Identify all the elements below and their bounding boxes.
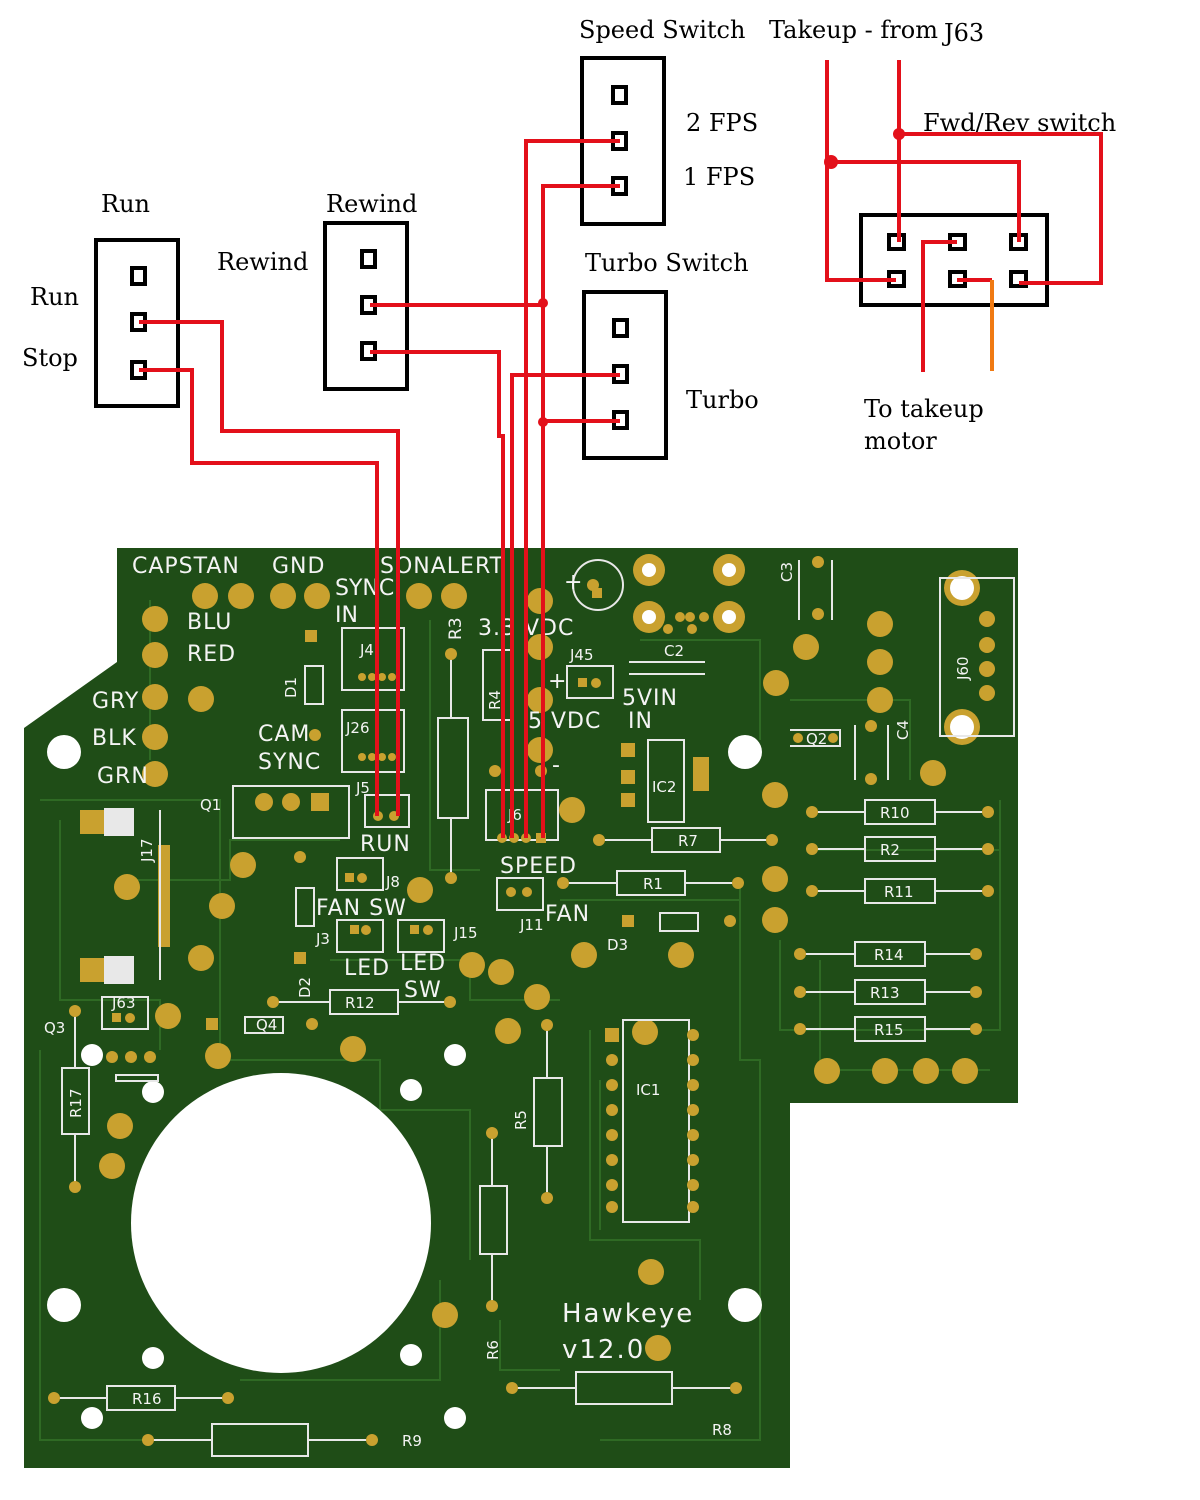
takeup-from-label: Takeup - from [769, 16, 938, 44]
label-gry: GRY [92, 689, 139, 714]
label-q1: Q1 [200, 796, 221, 814]
label-r8: R8 [712, 1421, 732, 1439]
label-r10: R10 [880, 804, 910, 822]
rewind-pin-label: Rewind [217, 248, 308, 276]
label-hawkeye: Hawkeye [562, 1299, 694, 1329]
label-led-sw-led: LED [400, 951, 446, 976]
label-5vdc: 5 VDC [528, 709, 601, 734]
turbo-switch-title: Turbo Switch [585, 249, 749, 277]
label-r16: R16 [132, 1390, 162, 1408]
label-ic1: IC1 [636, 1081, 660, 1099]
stop-pin-label: Stop [22, 344, 78, 372]
run-switch: Run Run Stop [22, 190, 180, 408]
label-j8: J8 [385, 873, 400, 891]
label-d3: D3 [607, 936, 628, 954]
label-grn: GRN [97, 764, 149, 789]
takeup-source-label: J63 [941, 19, 984, 47]
label-c2: C2 [664, 642, 684, 660]
label-plus-1: + [564, 570, 582, 595]
label-r9: R9 [402, 1432, 422, 1450]
label-j5: J5 [355, 779, 370, 797]
label-sonalert: SONALERT [380, 554, 504, 579]
label-r17: R17 [67, 1088, 85, 1118]
turbo-switch: Turbo Switch Turbo [582, 249, 759, 460]
label-d1: D1 [282, 677, 300, 698]
label-r12: R12 [345, 994, 375, 1012]
label-r5: R5 [512, 1110, 530, 1130]
label-r13: R13 [870, 984, 900, 1002]
rewind-switch-title: Rewind [326, 190, 417, 218]
label-sync: SYNC [335, 576, 394, 601]
label-capstan: CAPSTAN [132, 554, 240, 579]
label-cam: CAM [258, 722, 310, 747]
test-point-pads [99, 583, 978, 1361]
label-r3: R3 [446, 617, 466, 640]
label-q2: Q2 [806, 730, 827, 748]
label-r15: R15 [874, 1021, 904, 1039]
label-r1: R1 [643, 875, 663, 893]
label-r14: R14 [874, 946, 904, 964]
label-fan: FAN [545, 902, 590, 927]
resistors [48, 648, 994, 1457]
label-version: v12.0 [562, 1335, 645, 1365]
rewind-switch: Rewind Rewind [217, 190, 417, 391]
run-pin-label: Run [30, 283, 79, 311]
run-switch-title: Run [101, 190, 150, 218]
label-r4: R4 [486, 690, 504, 710]
to-takeup-label: To takeup [864, 395, 984, 423]
label-j17: J17 [138, 838, 156, 863]
label-blu: BLU [187, 610, 232, 635]
motor-label: motor [864, 427, 937, 455]
label-r2: R2 [880, 841, 900, 859]
label-d2: D2 [296, 977, 314, 998]
label-c4: C4 [894, 720, 912, 740]
label-in-2: IN [628, 709, 653, 734]
label-gnd: GND [272, 554, 325, 579]
label-c3: C3 [778, 562, 796, 582]
turbo-pin-label: Turbo [686, 386, 759, 414]
label-fan-sw: FAN SW [316, 896, 407, 921]
wiring [139, 60, 1103, 838]
label-r6: R6 [484, 1340, 502, 1360]
label-j3: J3 [315, 930, 330, 948]
label-minus: - [552, 753, 560, 778]
label-j45: J45 [569, 646, 594, 664]
label-led-sw-sw: SW [404, 978, 442, 1003]
label-ic2: IC2 [652, 778, 676, 796]
label-j60: J60 [954, 656, 972, 681]
label-r7: R7 [678, 832, 698, 850]
label-r11: R11 [884, 883, 914, 901]
label-j63: J63 [111, 994, 136, 1012]
label-cam-sync: SYNC [258, 750, 321, 775]
label-blk: BLK [92, 726, 137, 751]
label-j26: J26 [345, 719, 370, 737]
fwd-rev-switch: Takeup - from J63 Fwd/Rev switch To take… [769, 16, 1116, 455]
label-led: LED [344, 956, 390, 981]
speed-1fps-label: 1 FPS [683, 163, 755, 191]
speed-2fps-label: 2 FPS [686, 109, 758, 137]
label-j6: J6 [507, 806, 522, 824]
label-j11: J11 [519, 916, 544, 934]
speed-switch: Speed Switch 2 FPS 1 FPS [579, 16, 758, 226]
label-5vin: 5VIN [622, 686, 678, 711]
label-q4: Q4 [256, 1016, 277, 1034]
speed-switch-title: Speed Switch [579, 16, 745, 44]
label-plus-2: + [548, 669, 566, 694]
label-j4: J4 [359, 641, 374, 659]
pcb-board: CAPSTAN GND SONALERT SYNC IN BLU RED GRY… [24, 548, 1018, 1468]
pcb-silkscreen-labels: CAPSTAN GND SONALERT SYNC IN BLU RED GRY… [44, 554, 972, 1450]
label-red: RED [187, 642, 236, 667]
label-j15: J15 [453, 924, 478, 942]
label-q3: Q3 [44, 1019, 65, 1037]
label-run: RUN [360, 832, 411, 857]
label-in: IN [335, 603, 358, 628]
label-speed: SPEED [500, 854, 577, 879]
